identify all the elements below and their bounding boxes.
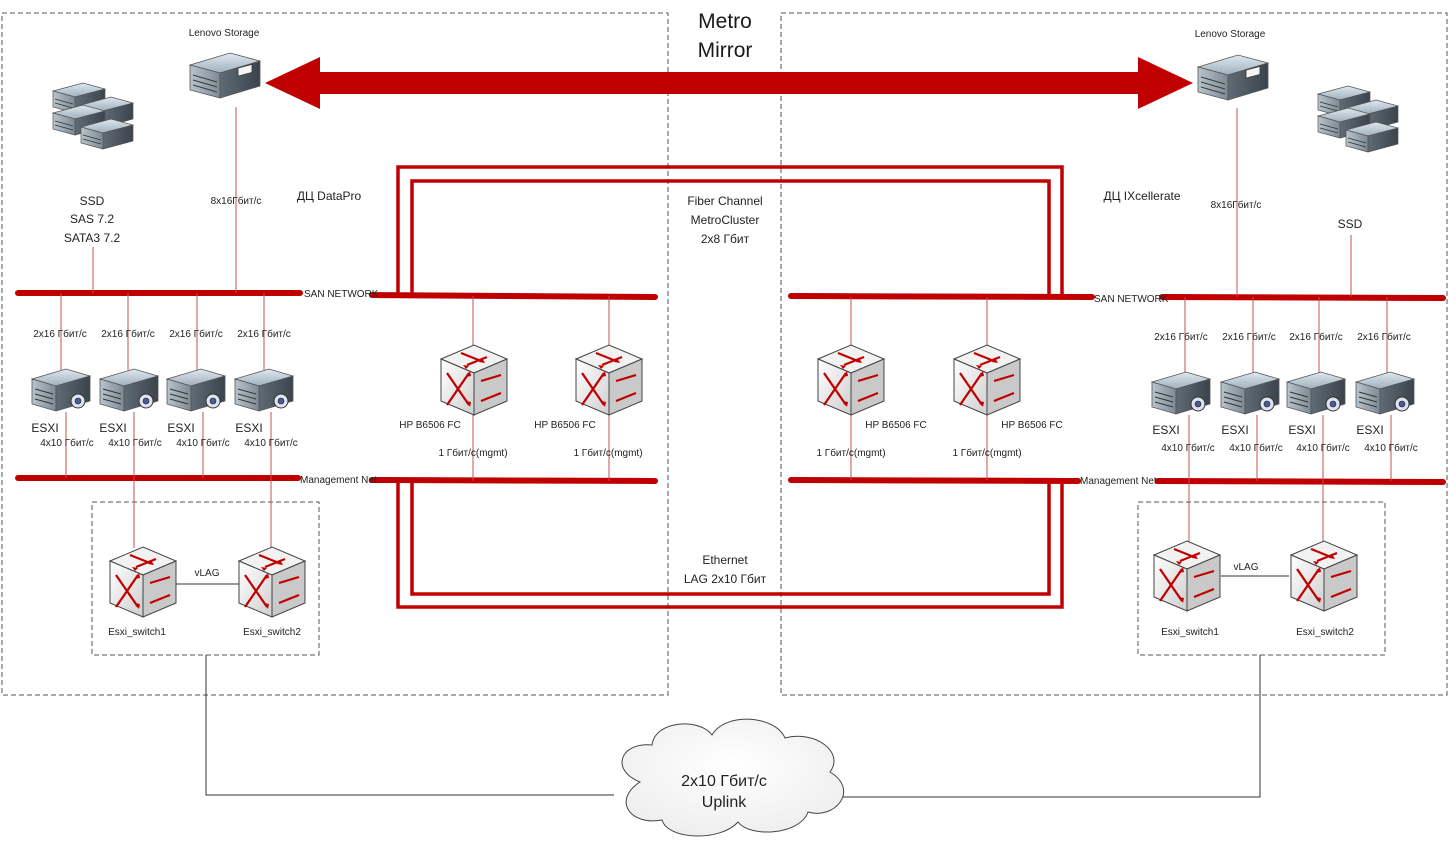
left-esxi-uplink-3: 2x16 Гбит/с	[169, 328, 223, 340]
right-san-bus-2	[1159, 294, 1446, 301]
thin-connections	[60, 107, 1392, 548]
left-storage-icon	[189, 52, 261, 99]
right-esxi-uplink-4: 2x16 Гбит/с	[1357, 331, 1411, 343]
right-esxi-mgmt-1: 4x10 Гбит/с	[1161, 442, 1215, 454]
right-mgmt-bus-2	[1155, 478, 1446, 485]
left-esxi-mgmt-2: 4x10 Гбит/с	[108, 437, 162, 449]
uplink-cloud-line2: Uplink	[702, 794, 747, 811]
fc-link-label-3: 2x8 Гбит	[701, 232, 750, 246]
right-mgmt-label: Management Net	[1080, 476, 1157, 487]
left-esxi-mgmt-3: 4x10 Гбит/с	[176, 437, 230, 449]
right-fc-switch-1: HP B6506 FC	[865, 420, 927, 431]
left-esxi-switch2-icon	[237, 545, 307, 619]
right-fc-switch-icon-2	[952, 343, 1022, 417]
left-dc-frame	[1, 12, 669, 696]
right-esxi-host-2: ESXI	[1221, 423, 1248, 437]
right-disk-type-1: SSD	[1338, 217, 1363, 231]
right-fc-switch-icon-1	[816, 343, 886, 417]
left-fc-mgmt-1: 1 Гбит/с(mgmt)	[438, 447, 507, 459]
left-vlag-label: vLAG	[194, 568, 219, 579]
left-dc-name: ДЦ DataPro	[297, 189, 362, 203]
left-disk-shelf-icon	[53, 83, 133, 149]
right-esxi-switch2-label: Esxi_switch2	[1296, 627, 1354, 638]
left-esxi-host-icon-4	[234, 368, 294, 412]
right-esxi-mgmt-2: 4x10 Гбит/с	[1229, 442, 1283, 454]
right-esxi-switch1-icon	[1152, 539, 1222, 613]
right-esxi-host-1: ESXI	[1152, 423, 1179, 437]
left-esxi-uplink-4: 2x16 Гбит/с	[237, 328, 291, 340]
left-esxi-switch-group	[91, 501, 320, 656]
right-vlag-label: vLAG	[1233, 562, 1258, 573]
left-fc-mgmt-2: 1 Гбит/с(mgmt)	[573, 447, 642, 459]
right-storage-icon	[1197, 54, 1269, 101]
left-esxi-uplink-2: 2x16 Гбит/с	[101, 328, 155, 340]
right-esxi-uplink-2: 2x16 Гбит/с	[1222, 331, 1276, 343]
right-esxi-host-icon-4	[1355, 371, 1415, 415]
left-disk-type-3: SATA3 7.2	[64, 231, 121, 245]
fc-metrocluster-link	[396, 165, 1064, 296]
left-esxi-mgmt-4: 4x10 Гбит/с	[244, 437, 298, 449]
right-mgmt-bus	[788, 477, 1081, 484]
left-san-bus-2	[369, 292, 658, 300]
left-disk-type-2: SAS 7.2	[70, 212, 114, 226]
uplink-cloud	[621, 718, 844, 837]
left-esxi-mgmt-1: 4x10 Гбит/с	[40, 437, 94, 449]
right-uplink	[832, 655, 1261, 798]
right-esxi-switch1-label: Esxi_switch1	[1161, 627, 1219, 638]
left-fc-switch-icon-1	[439, 343, 509, 417]
ethernet-lag-link	[396, 481, 1064, 609]
eth-link-label-1: Ethernet	[702, 553, 748, 567]
left-storage-link-label: 8x16Гбит/с	[211, 195, 262, 207]
left-esxi-host-icon-2	[99, 368, 159, 412]
title-line1: Metro	[698, 10, 752, 33]
right-esxi-host-3: ESXI	[1288, 423, 1315, 437]
right-dc-frame	[780, 12, 1448, 696]
right-storage-label: Lenovo Storage	[1195, 29, 1266, 40]
left-esxi-host-4: ESXI	[235, 421, 262, 435]
left-san-label: SAN NETWORK	[304, 289, 379, 300]
left-esxi-host-icon-3	[166, 368, 226, 412]
metro-mirror-arrow	[265, 57, 1193, 109]
right-fc-mgmt-2: 1 Гбит/с(mgmt)	[952, 447, 1021, 459]
right-san-label: SAN NETWORK	[1094, 294, 1169, 305]
left-fc-switch-icon-2	[574, 343, 644, 417]
left-esxi-switch1-icon	[108, 545, 178, 619]
right-disk-shelf-icon	[1318, 86, 1398, 152]
right-esxi-mgmt-3: 4x10 Гбит/с	[1296, 442, 1350, 454]
right-esxi-uplink-3: 2x16 Гбит/с	[1289, 331, 1343, 343]
eth-link-label-2: LAG 2x10 Гбит	[684, 572, 767, 586]
left-esxi-host-icon-1	[31, 368, 91, 412]
right-esxi-uplink-1: 2x16 Гбит/с	[1154, 331, 1208, 343]
left-fc-switch-2: HP B6506 FC	[534, 420, 596, 431]
left-mgmt-bus-2	[369, 477, 658, 484]
left-esxi-host-3: ESXI	[167, 421, 194, 435]
left-storage-label: Lenovo Storage	[189, 28, 260, 39]
left-esxi-host-1: ESXI	[31, 421, 58, 435]
left-disk-type-1: SSD	[80, 194, 105, 208]
right-esxi-host-icon-3	[1286, 371, 1346, 415]
right-dc-name: ДЦ IXcellerate	[1103, 189, 1180, 203]
left-esxi-switch1-label: Esxi_switch1	[108, 627, 166, 638]
right-fc-switch-2: HP B6506 FC	[1001, 420, 1063, 431]
right-san-bus	[788, 293, 1095, 300]
right-fc-mgmt-1: 1 Гбит/с(mgmt)	[816, 447, 885, 459]
fc-link-label-2: MetroCluster	[691, 213, 760, 227]
right-esxi-switch2-icon	[1289, 539, 1359, 613]
left-uplink	[205, 655, 614, 796]
right-esxi-switch-group	[1137, 501, 1386, 656]
right-storage-link-label: 8x16Гбит/с	[1211, 199, 1262, 211]
right-esxi-host-icon-1	[1151, 371, 1211, 415]
left-esxi-host-2: ESXI	[99, 421, 126, 435]
left-esxi-switch2-label: Esxi_switch2	[243, 627, 301, 638]
left-esxi-uplink-1: 2x16 Гбит/с	[33, 328, 87, 340]
right-esxi-mgmt-4: 4x10 Гбит/с	[1364, 442, 1418, 454]
right-esxi-host-icon-2	[1220, 371, 1280, 415]
title-line2: Mirror	[698, 39, 753, 62]
fc-link-label-1: Fiber Channel	[687, 194, 762, 208]
uplink-cloud-line1: 2x10 Гбит/с	[681, 773, 767, 790]
right-esxi-host-4: ESXI	[1356, 423, 1383, 437]
left-mgmt-label: Management Net	[300, 475, 377, 486]
left-fc-switch-1: HP B6506 FC	[399, 420, 461, 431]
